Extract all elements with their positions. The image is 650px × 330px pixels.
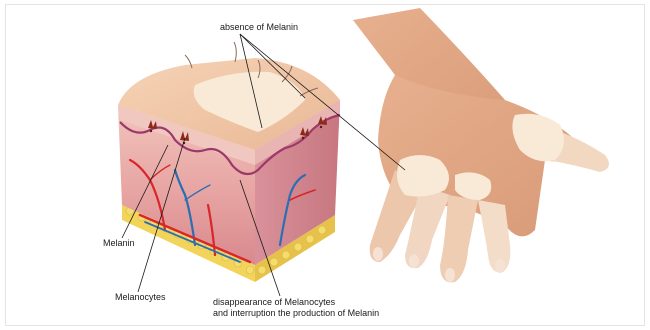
skin-cross-section [118, 42, 340, 282]
disappearance-label: disappearance of Melanocytes and interru… [213, 297, 379, 319]
melanocytes-label: Melanocytes [115, 292, 166, 303]
absence-of-melanin-label: absence of Melanin [220, 22, 298, 33]
hand [353, 8, 609, 282]
melanin-label: Melanin [103, 238, 135, 249]
depigmented-patch [397, 155, 449, 197]
disappearance-label-line1: disappearance of Melanocytes [213, 297, 379, 308]
disappearance-label-line2: and interruption the production of Melan… [213, 308, 379, 319]
